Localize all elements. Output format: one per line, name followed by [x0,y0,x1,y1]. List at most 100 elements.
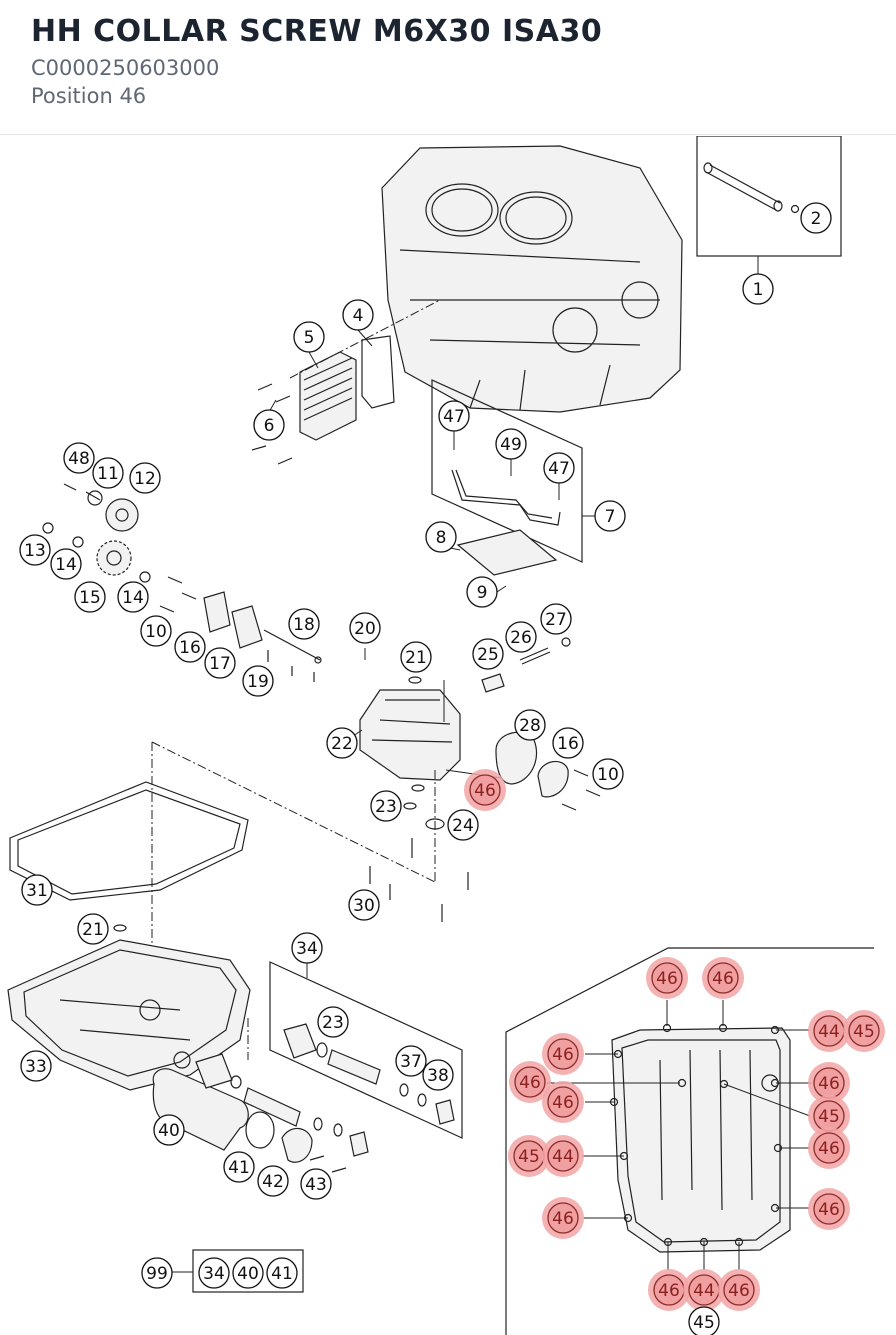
callout-label: 26 [510,628,532,648]
callout-1[interactable]: 1 [742,273,774,305]
callout-label: 46 [712,969,734,989]
callout-label: 46 [818,1139,840,1159]
callout-41[interactable]: 41 [223,1151,255,1183]
callout-label: 18 [293,615,315,635]
callout-24[interactable]: 24 [447,809,479,841]
callout-ring [266,1257,298,1289]
callout-45[interactable]: 45 [688,1306,720,1335]
callout-label: 43 [305,1175,327,1195]
callout-5[interactable]: 5 [293,321,325,353]
callout-label: 23 [375,797,397,817]
highlighted-callout-46[interactable]: 46 [646,957,688,999]
callout-12[interactable]: 12 [129,462,161,494]
highlighted-callout-46[interactable]: 46 [718,1269,760,1311]
oil-filter-drawing [152,1053,369,1173]
callout-10[interactable]: 10 [140,615,172,647]
callout-label: 17 [209,654,231,674]
callout-14[interactable]: 14 [50,548,82,580]
highlighted-callout-45[interactable]: 45 [808,1095,850,1137]
callout-40[interactable]: 40 [232,1257,264,1289]
callout-40[interactable]: 40 [153,1114,185,1146]
highlighted-callout-46[interactable]: 46 [542,1081,584,1123]
highlighted-callout-46[interactable]: 46 [648,1269,690,1311]
callout-16[interactable]: 16 [552,727,584,759]
callout-ring [198,1257,230,1289]
callout-38[interactable]: 38 [422,1059,454,1091]
callout-2[interactable]: 2 [800,202,832,234]
callout-label: 25 [477,645,499,665]
exploded-parts-diagram: 1245647494778948111213141514101617181920… [7,136,885,1335]
callout-label: 44 [693,1281,715,1301]
highlighted-callout-46[interactable]: 46 [808,1062,850,1104]
callout-34[interactable]: 34 [198,1257,230,1289]
callout-10[interactable]: 10 [592,758,624,790]
callout-18[interactable]: 18 [288,608,320,640]
highlighted-callout-46[interactable]: 46 [464,769,506,811]
callout-ring [707,962,739,994]
callout-28[interactable]: 28 [514,709,546,741]
callout-47[interactable]: 47 [543,452,575,484]
callout-31[interactable]: 31 [21,874,53,906]
callout-label: 20 [354,619,376,639]
oil-pan-drawing [7,939,251,1091]
callout-20[interactable]: 20 [349,612,381,644]
inset-bolt-markers [609,1023,783,1247]
callout-26[interactable]: 26 [505,621,537,653]
highlighted-callout-46[interactable]: 46 [808,1127,850,1169]
callout-21[interactable]: 21 [400,641,432,673]
callout-16[interactable]: 16 [174,631,206,663]
highlighted-callout-44[interactable]: 44 [542,1135,584,1177]
callout-48[interactable]: 48 [63,442,95,474]
callout-label: 44 [552,1147,574,1167]
callout-23[interactable]: 23 [370,790,402,822]
callout-37[interactable]: 37 [395,1045,427,1077]
callout-label: 49 [500,435,522,455]
callout-43[interactable]: 43 [300,1168,332,1200]
callout-13[interactable]: 13 [19,534,51,566]
callout-label: 14 [122,588,144,608]
callout-34[interactable]: 34 [291,932,323,964]
callout-17[interactable]: 17 [204,647,236,679]
highlighted-callout-44[interactable]: 44 [683,1269,725,1311]
callout-14[interactable]: 14 [117,581,149,613]
callout-label: 8 [436,528,447,548]
callout-label: 21 [405,648,427,668]
callout-7[interactable]: 7 [594,500,626,532]
highlighted-callout-45[interactable]: 45 [508,1135,550,1177]
callout-23[interactable]: 23 [317,1006,349,1038]
callout-41[interactable]: 41 [266,1257,298,1289]
callout-30[interactable]: 30 [348,889,380,921]
callout-4[interactable]: 4 [342,299,374,331]
callout-6[interactable]: 6 [253,409,285,441]
callout-label: 34 [296,939,318,959]
callout-47[interactable]: 47 [438,400,470,432]
highlighted-callout-44[interactable]: 44 [808,1010,850,1052]
callout-25[interactable]: 25 [472,638,504,670]
callout-label: 5 [304,328,315,348]
callout-label: 28 [519,716,541,736]
callout-ring [800,202,832,234]
highlighted-callout-46[interactable]: 46 [808,1188,850,1230]
callout-19[interactable]: 19 [242,665,274,697]
highlighted-callout-45[interactable]: 45 [843,1010,885,1052]
highlighted-callout-46[interactable]: 46 [509,1061,551,1103]
highlighted-callout-46[interactable]: 46 [542,1197,584,1239]
highlighted-callout-46[interactable]: 46 [542,1033,584,1075]
oil-pipe-drawing [451,430,561,576]
callout-ring [505,621,537,653]
callout-33[interactable]: 33 [20,1050,52,1082]
callout-8[interactable]: 8 [425,521,457,553]
callout-27[interactable]: 27 [540,603,572,635]
callout-22[interactable]: 22 [326,727,358,759]
bolts-6 [251,383,293,465]
callout-21[interactable]: 21 [77,913,109,945]
callout-11[interactable]: 11 [92,457,124,489]
callout-ring [514,709,546,741]
callout-42[interactable]: 42 [257,1165,289,1197]
callout-ring [141,1257,173,1289]
callout-9[interactable]: 9 [466,576,498,608]
callout-15[interactable]: 15 [74,581,106,613]
callout-99[interactable]: 99 [141,1257,173,1289]
highlighted-callout-46[interactable]: 46 [702,957,744,999]
callout-49[interactable]: 49 [495,428,527,460]
